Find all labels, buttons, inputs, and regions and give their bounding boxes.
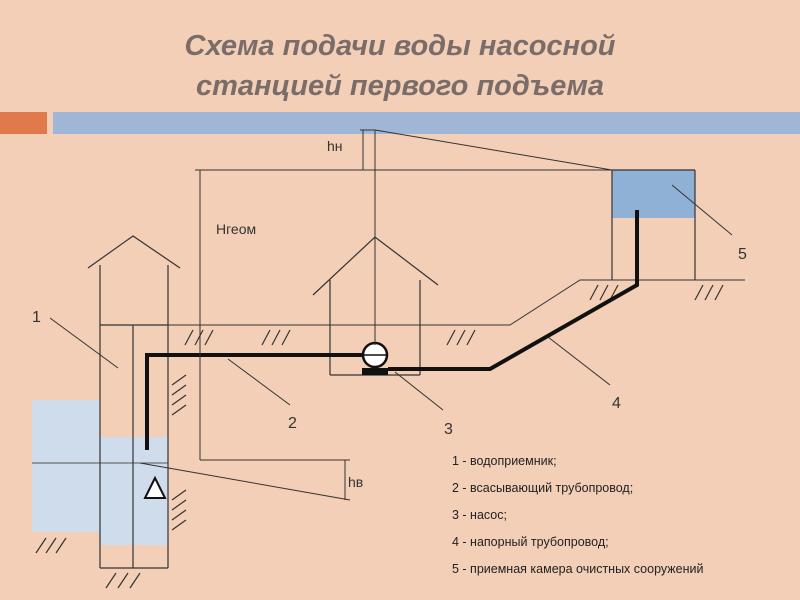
intake-structure: [87, 235, 181, 569]
river-water: [32, 400, 100, 532]
label-4: 4: [612, 395, 621, 412]
slide-title: Схема подачи воды насосной станцией перв…: [0, 26, 800, 106]
legend-item-4: 4 - напорный трубопровод;: [452, 535, 609, 549]
dimension-lines: [49, 129, 733, 501]
legend-item-2: 2 - всасывающий трубопровод;: [452, 481, 634, 495]
legend-item-3: 3 - насос;: [452, 508, 507, 522]
label-h-geom: Hгеом: [216, 221, 256, 237]
accent-bar: [0, 112, 47, 134]
reception-chamber: [611, 169, 696, 280]
legend: 1 - водоприемник; 2 - всасывающий трубоп…: [452, 448, 703, 583]
label-2: 2: [288, 415, 297, 432]
label-3: 3: [444, 421, 453, 438]
ground-hatch: [184, 284, 724, 346]
title-line-2: станцией первого подъема: [195, 70, 605, 102]
title-line-1: Схема подачи воды насосной: [184, 30, 616, 62]
header-divider-bar: [53, 112, 800, 134]
strainer-icon: [143, 475, 167, 499]
suction-pipe: [145, 353, 365, 450]
legend-item-5: 5 - приемная камера очистных сооружений: [452, 562, 704, 576]
legend-item-1: 1 - водоприемник;: [452, 454, 557, 468]
ground-line: [168, 279, 745, 326]
label-h-v: hв: [348, 474, 363, 490]
pressure-pipe: [388, 210, 639, 371]
pump-base: [362, 368, 388, 375]
label-h-n: hн: [327, 138, 343, 154]
reception-chamber-water: [612, 170, 695, 218]
label-5: 5: [738, 246, 747, 263]
ground-hatch-intake: [35, 374, 187, 589]
label-1: 1: [32, 309, 41, 326]
